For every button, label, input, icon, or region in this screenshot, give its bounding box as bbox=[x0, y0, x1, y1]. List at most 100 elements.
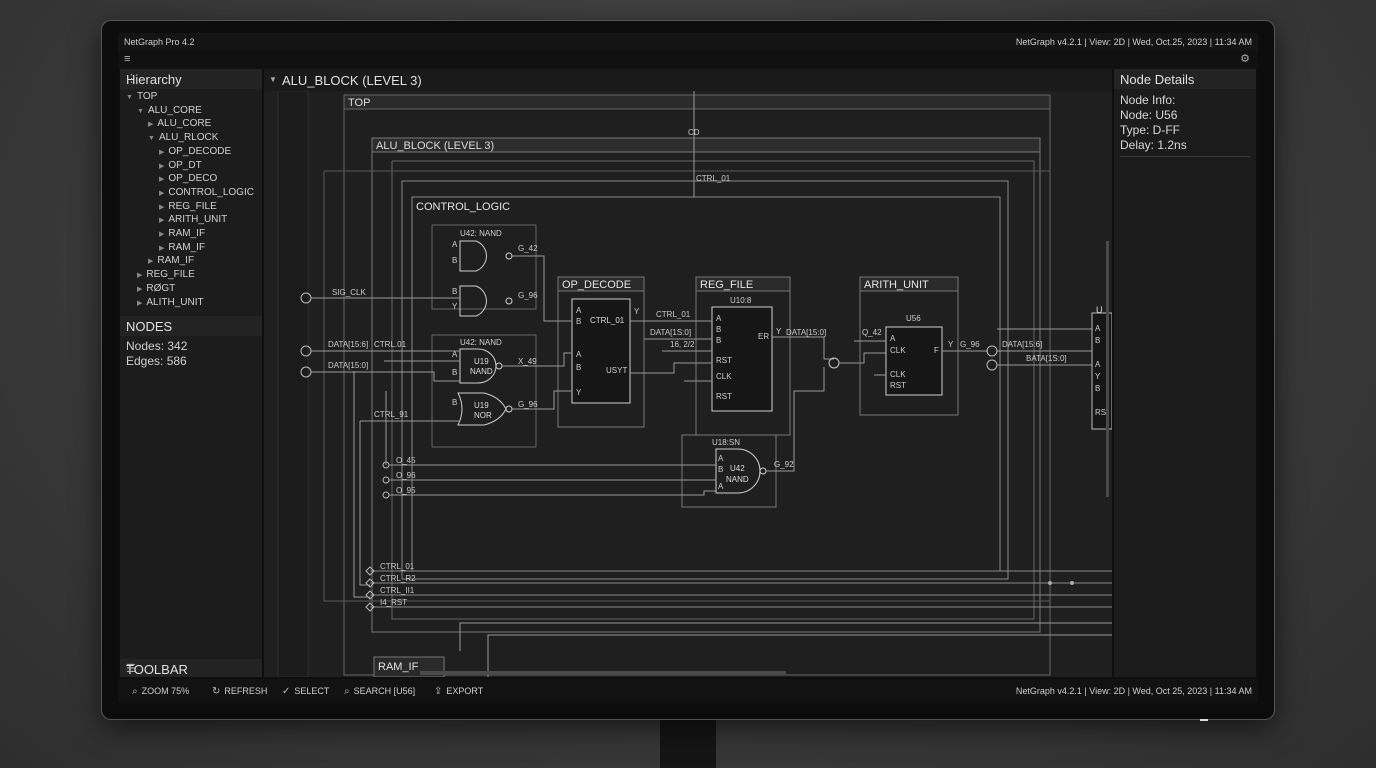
tree-item-label: REG_FILE bbox=[168, 200, 217, 212]
hierarchy-header: Hierarchy ⋮ bbox=[120, 69, 262, 89]
node-details-title: Node Details bbox=[1120, 72, 1195, 87]
tree-item[interactable]: ▶OP_DECODE bbox=[159, 146, 231, 157]
details-divider bbox=[1120, 156, 1250, 157]
horizontal-scrollbar[interactable] bbox=[420, 671, 786, 675]
node-delay: Delay: 1.2ns bbox=[1120, 138, 1187, 152]
tree-item[interactable]: ▶RØGT bbox=[137, 283, 175, 294]
gear-icon[interactable]: ⚙ bbox=[1240, 53, 1250, 65]
app-window: NetGraph Pro 4.2 NetGraph v4.2.1 | View:… bbox=[118, 33, 1258, 703]
tree-item[interactable]: ▶OP_DT bbox=[159, 160, 202, 171]
collapsed-arrow-icon[interactable]: ▶ bbox=[159, 231, 165, 238]
export-button[interactable]: ⇪EXPORT bbox=[434, 686, 483, 697]
u42-nand-gate[interactable] bbox=[715, 448, 761, 494]
collapsed-arrow-icon[interactable]: ▶ bbox=[137, 285, 143, 293]
tree-item-label: RAM_IF bbox=[168, 241, 206, 253]
tree-item[interactable]: ▶RAM_IF bbox=[159, 228, 205, 239]
collapsed-arrow-icon[interactable]: ▶ bbox=[148, 258, 154, 266]
u18-label: U18:SN bbox=[712, 438, 740, 447]
collapsed-arrow-icon[interactable]: ▶ bbox=[159, 244, 165, 252]
export-label: EXPORT bbox=[446, 686, 484, 696]
schematic-canvas[interactable]: ▼ ALU_BLOCK (LEVEL 3) TOP ALU_BLOCK (LEV… bbox=[264, 69, 1112, 677]
collapsed-arrow-icon[interactable]: ▶ bbox=[148, 121, 154, 129]
drag-handle-icon[interactable]: ☰ bbox=[126, 663, 136, 675]
tree-item[interactable]: ▶ALU_CORE bbox=[148, 118, 211, 129]
collapsed-arrow-icon[interactable]: ▶ bbox=[159, 148, 165, 156]
canvas-header: ▼ ALU_BLOCK (LEVEL 3) bbox=[264, 69, 1112, 91]
tree-item[interactable]: ▶ARITH_UNIT bbox=[159, 214, 227, 225]
tree-item-label: ALU_CORE bbox=[147, 104, 202, 116]
refresh-label: REFRESH bbox=[224, 686, 268, 696]
nand-gate-1[interactable] bbox=[459, 240, 487, 272]
g42-label: G_42 bbox=[518, 244, 538, 253]
schematic-svg[interactable]: TOP ALU_BLOCK (LEVEL 3) CONTROL_LOGIC U4… bbox=[264, 91, 1112, 677]
g92-label: G_92 bbox=[774, 460, 794, 469]
tree-item[interactable]: ▶REG_FILE bbox=[137, 269, 195, 280]
u19-nor-gate[interactable] bbox=[457, 392, 507, 426]
collapsed-arrow-icon[interactable]: ▶ bbox=[159, 176, 165, 184]
tree-item[interactable]: ▼ALU_CORE bbox=[137, 105, 202, 116]
ram-if-label: RAM_IF bbox=[378, 661, 419, 673]
zoom-button[interactable]: ⌕ZOOM 75% bbox=[132, 686, 189, 697]
u56-dff[interactable] bbox=[885, 326, 943, 396]
u10-label: U10:8 bbox=[730, 296, 752, 305]
data-a-label: DATA[15:6] bbox=[328, 340, 368, 349]
collapsed-arrow-icon[interactable]: ▶ bbox=[159, 189, 165, 197]
node-details-panel: Node Details Node Info: Node: U56 Type: … bbox=[1114, 69, 1256, 677]
tree-item[interactable]: ▼TOP bbox=[126, 91, 157, 102]
svg-text:Y: Y bbox=[1095, 372, 1101, 381]
select-button[interactable]: ✓SELECT bbox=[282, 686, 329, 697]
collapsed-arrow-icon[interactable]: ▶ bbox=[159, 203, 165, 211]
node-info-label: Node Info: bbox=[1120, 93, 1176, 107]
svg-text:B: B bbox=[1095, 336, 1100, 345]
collapsed-arrow-icon[interactable]: ▶ bbox=[159, 162, 165, 170]
svg-text:Y: Y bbox=[948, 340, 954, 349]
tree-item[interactable]: ▼ALU_RLOCK bbox=[148, 132, 218, 143]
refresh-button[interactable]: ↻REFRESH bbox=[212, 686, 267, 697]
toolbar-header: TOOLBAR ☰ bbox=[120, 659, 262, 677]
nand-gate-2[interactable] bbox=[459, 285, 487, 317]
port-data-f[interactable] bbox=[986, 359, 998, 371]
ctrl-01-top-label: CTRL_01 bbox=[696, 174, 731, 183]
bus1-label: CTRL_01 bbox=[380, 562, 415, 571]
hamburger-menu-icon[interactable]: ≡ bbox=[124, 53, 131, 65]
svg-text:A: A bbox=[1095, 324, 1101, 333]
tree-item[interactable]: ▶OP_DECO bbox=[159, 173, 217, 184]
svg-text:RST: RST bbox=[890, 381, 906, 390]
data-e-label: DATA[15:6] bbox=[1002, 340, 1042, 349]
tree-item[interactable]: ▶RAM_IF bbox=[159, 242, 205, 253]
tree-item[interactable]: ▶RAM_IF bbox=[148, 255, 194, 266]
edge-count: Edges: 586 bbox=[126, 354, 187, 368]
data-b-label: DATA[15:0] bbox=[328, 361, 368, 370]
collapsed-arrow-icon[interactable]: ▶ bbox=[137, 299, 143, 307]
tree-item[interactable]: ▶REG_FILE bbox=[159, 201, 217, 212]
bus4-label: I4_RST bbox=[380, 598, 407, 607]
tree-item-label: RØGT bbox=[146, 282, 176, 294]
g96b-label: G_96 bbox=[518, 400, 538, 409]
expanded-arrow-icon[interactable]: ▼ bbox=[137, 107, 144, 115]
tree-item[interactable]: ▶ALITH_UNIT bbox=[137, 297, 204, 308]
tree-item-label: ARITH_UNIT bbox=[168, 214, 228, 226]
u19-nand-gate[interactable] bbox=[459, 348, 497, 384]
collapsed-arrow-icon[interactable]: ▶ bbox=[137, 272, 143, 280]
svg-text:B: B bbox=[452, 398, 457, 407]
svg-text:A: A bbox=[452, 240, 458, 249]
zoom-label: ZOOM 75% bbox=[141, 686, 190, 696]
search-icon: ⌕ bbox=[344, 686, 350, 697]
port-data-e[interactable] bbox=[986, 345, 998, 357]
kebab-menu-icon[interactable]: ⋮ bbox=[126, 73, 137, 85]
svg-text:RST: RST bbox=[716, 392, 732, 401]
nand-group-b bbox=[431, 334, 537, 448]
collapse-icon[interactable]: ▼ bbox=[269, 75, 277, 84]
u42-type: NAND bbox=[726, 475, 749, 484]
alu-block-label: ALU_BLOCK (LEVEL 3) bbox=[376, 140, 494, 152]
menu-bar: ≡ ⚙ bbox=[118, 51, 1258, 69]
tree-item[interactable]: ▶CONTROL_LOGIC bbox=[159, 187, 254, 198]
expanded-arrow-icon[interactable]: ▼ bbox=[126, 94, 133, 101]
search-button[interactable]: ⌕SEARCH [U56] bbox=[344, 686, 415, 697]
u19-nor-type: NOR bbox=[474, 411, 492, 420]
nodes-title: NODES bbox=[126, 319, 173, 334]
collapsed-arrow-icon[interactable]: ▶ bbox=[159, 217, 165, 225]
bus2-label: CTRL_R2 bbox=[380, 574, 416, 583]
vertical-scrollbar[interactable] bbox=[1106, 241, 1109, 497]
expanded-arrow-icon[interactable]: ▼ bbox=[148, 135, 155, 143]
